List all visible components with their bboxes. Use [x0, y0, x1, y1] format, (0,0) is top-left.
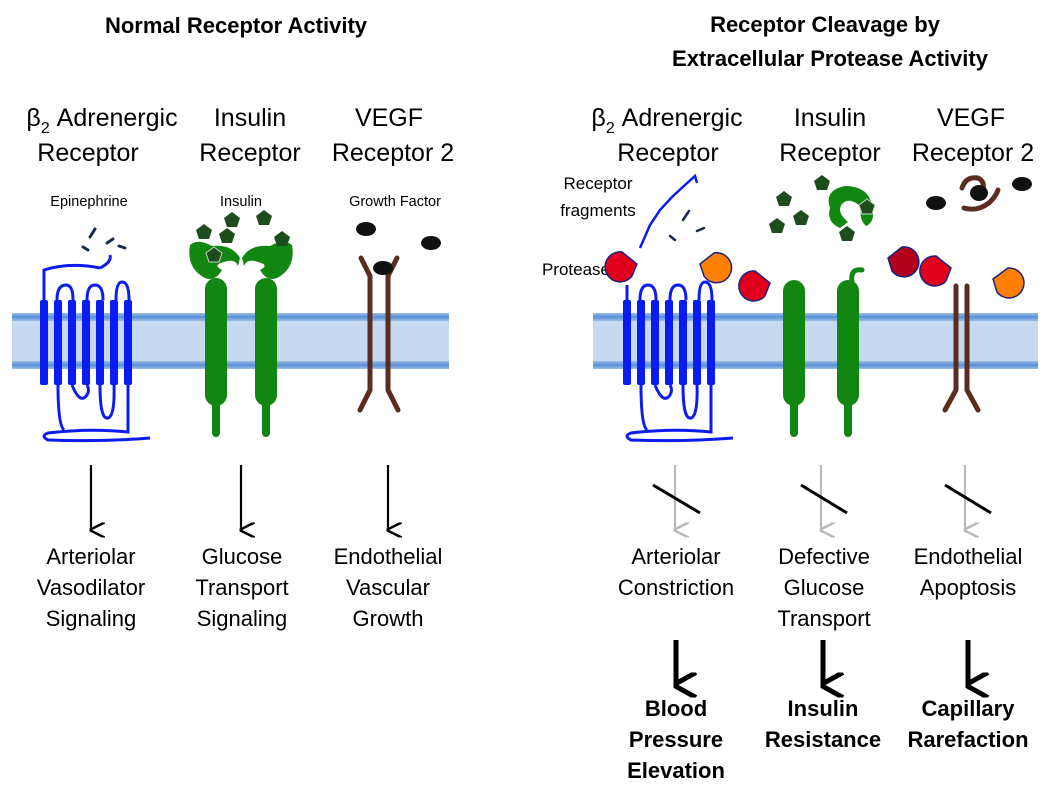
- right-vegf-name-line1: VEGF: [937, 104, 1005, 132]
- result-insulin-resistance: Insulin Resistance: [765, 696, 881, 752]
- outcome-line: Defective: [778, 544, 870, 569]
- insulin-label: Insulin: [220, 194, 262, 210]
- right-insulin-outcome: Defective Glucose Transport: [777, 544, 870, 631]
- result-line: Insulin: [788, 696, 859, 721]
- epinephrine-label: Epinephrine: [50, 194, 127, 210]
- result-blood-pressure: Blood Pressure Elevation: [627, 696, 725, 783]
- outcome-line: Transport: [195, 575, 288, 600]
- outcome-line: Signaling: [46, 606, 137, 631]
- right-insulin-name-line2: Receptor: [779, 139, 880, 167]
- right-vegf-outcome: Endothelial Apoptosis: [914, 544, 1023, 600]
- epinephrine-molecules: [81, 227, 127, 252]
- block-slash-beta2: [652, 483, 701, 515]
- left-vegf-name-line2: Receptor 2: [332, 139, 454, 167]
- greek-beta: β: [591, 104, 605, 132]
- right-vegf-name-line2: Receptor 2: [912, 139, 1034, 167]
- result-line: Blood: [645, 696, 707, 721]
- receptor-fragment-pieces: [638, 173, 706, 249]
- right-vegf-receptor: [942, 283, 981, 413]
- protease-orange-2: [992, 267, 1025, 299]
- subscript-2: 2: [606, 120, 615, 137]
- protease-red-3: [919, 255, 952, 287]
- left-insulin-name-line1: Insulin: [214, 104, 286, 132]
- result-line: Rarefaction: [907, 727, 1028, 752]
- right-growth-factor-molecules: [926, 177, 1032, 210]
- right-insulin-molecules: [769, 175, 876, 241]
- outcome-line: Transport: [777, 606, 870, 631]
- left-beta2-name-line2: Receptor: [37, 139, 138, 167]
- protease-enzymes: [604, 246, 1025, 302]
- left-receptor-name-beta2: β2 Adrenergic Receptor: [26, 104, 177, 167]
- right-panel-title-line2: Extracellular Protease Activity: [672, 46, 989, 71]
- outcome-line: Growth: [353, 606, 424, 631]
- block-slash-insulin: [800, 483, 848, 515]
- protease-red-2: [738, 270, 771, 302]
- outcome-line: Endothelial: [914, 544, 1023, 569]
- receptor-fragments-label-2: fragments: [560, 201, 636, 220]
- greek-beta: β: [26, 104, 40, 132]
- outcome-line: Vascular: [346, 575, 430, 600]
- outcome-line: Signaling: [197, 606, 288, 631]
- right-receptor-name-beta2: β2 Adrenergic Receptor: [591, 104, 742, 167]
- protease-darkred: [887, 246, 920, 278]
- left-beta2-outcome: Arteriolar Vasodilator Signaling: [37, 544, 145, 631]
- outcome-line: Endothelial: [334, 544, 443, 569]
- left-insulin-receptor: [189, 241, 293, 437]
- outcome-line: Apoptosis: [920, 575, 1017, 600]
- right-panel-title-line1: Receptor Cleavage by: [710, 12, 941, 37]
- protease-red-1: [604, 251, 638, 283]
- right-beta2-outcome: Arteriolar Constriction: [618, 544, 734, 600]
- growth-factor-molecules: [356, 222, 441, 275]
- protease-label: Protease: [542, 260, 610, 279]
- left-vegf-outcome: Endothelial Vascular Growth: [334, 544, 443, 631]
- right-insulin-receptor: [783, 186, 874, 437]
- outcome-line: Glucose: [784, 575, 865, 600]
- adrenergic-word: Adrenergic: [50, 104, 178, 132]
- result-line: Capillary: [922, 696, 1016, 721]
- right-beta2-name-line2: Receptor: [617, 139, 718, 167]
- outcome-line: Vasodilator: [37, 575, 145, 600]
- left-vegf-name-line1: VEGF: [355, 104, 423, 132]
- left-beta2-adrenergic-receptor: [40, 254, 151, 443]
- result-line: Pressure: [629, 727, 723, 752]
- left-insulin-outcome: Glucose Transport Signaling: [195, 544, 288, 631]
- adrenergic-word: Adrenergic: [615, 104, 743, 132]
- right-beta2-name-line1: β2 Adrenergic: [591, 104, 742, 137]
- result-line: Elevation: [627, 758, 725, 783]
- result-capillary-rarefaction: Capillary Rarefaction: [907, 696, 1028, 752]
- protease-orange-1: [699, 252, 733, 284]
- subscript-2: 2: [41, 120, 50, 137]
- block-slash-vegf: [944, 483, 992, 515]
- left-beta2-name-line1: β2 Adrenergic: [26, 104, 177, 137]
- outcome-line: Constriction: [618, 575, 734, 600]
- right-insulin-name-line1: Insulin: [794, 104, 866, 132]
- receptor-fragments-label-1: Receptor: [564, 174, 633, 193]
- left-panel-title: Normal Receptor Activity: [105, 13, 368, 38]
- result-line: Resistance: [765, 727, 881, 752]
- right-cell-membrane: [593, 313, 1038, 369]
- outcome-line: Glucose: [202, 544, 283, 569]
- insulin-molecules: [196, 210, 290, 263]
- right-blocked-signals: [652, 465, 992, 530]
- growth-factor-label: Growth Factor: [349, 194, 441, 210]
- right-beta2-adrenergic-receptor: [623, 280, 734, 443]
- outcome-line: Arteriolar: [46, 544, 135, 569]
- outcome-line: Arteriolar: [631, 544, 720, 569]
- left-insulin-name-line2: Receptor: [199, 139, 300, 167]
- left-cell-membrane: [12, 313, 449, 369]
